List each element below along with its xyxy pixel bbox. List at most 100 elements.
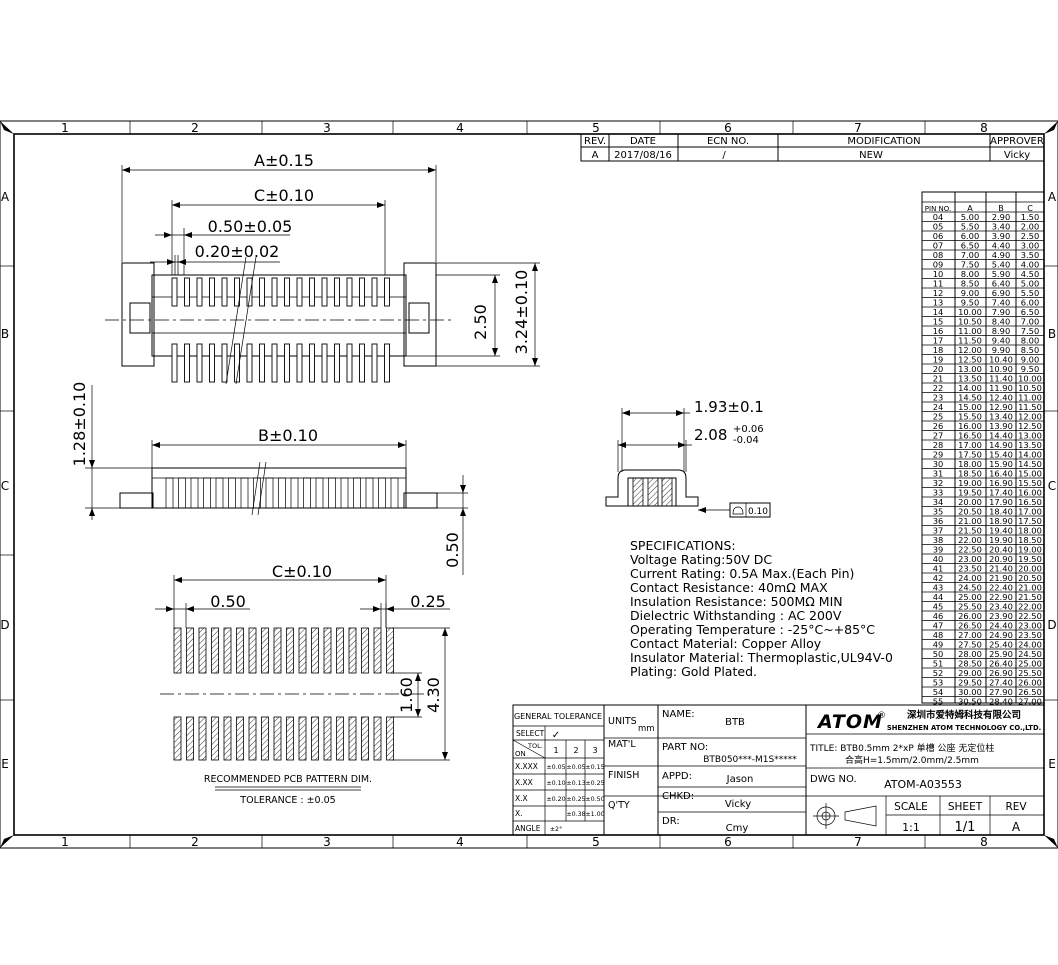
contact-pin bbox=[346, 277, 353, 307]
pin-dimension-cell: 6.00 bbox=[1021, 298, 1039, 308]
rev-value: A bbox=[1012, 820, 1021, 834]
row-label-d: D bbox=[0, 618, 9, 632]
pin-dimension-cell: 2.50 bbox=[1021, 231, 1039, 241]
section-view-dimensions: 1.93±0.1 2.08 +0.06 -0.04 0.10 bbox=[617, 398, 771, 518]
contact-pin bbox=[296, 343, 303, 383]
pin-dimension-cell: 3.40 bbox=[992, 222, 1010, 232]
pin-dimension-cell: 26.50 bbox=[958, 621, 982, 631]
pin-dimension-cell: 11.90 bbox=[989, 383, 1013, 393]
pin-dimension-cell: 24.50 bbox=[1018, 649, 1042, 659]
contact-pin bbox=[284, 343, 290, 383]
tolerance-value: ±0.50 bbox=[585, 796, 604, 803]
pin-count-cell: 06 bbox=[933, 231, 944, 241]
company-name-en: SHENZHEN ATOM TECHNOLOGY CO.,LTD. bbox=[887, 724, 1041, 732]
side-slot bbox=[240, 477, 249, 509]
pin-dimension-cell: 20.40 bbox=[989, 545, 1013, 555]
contact-pin bbox=[321, 343, 328, 383]
pin-dimension-cell: 3.50 bbox=[1021, 250, 1039, 260]
pin-dimension-cell: 15.00 bbox=[958, 402, 982, 412]
sheet-value: 1/1 bbox=[955, 820, 976, 835]
contact-pin bbox=[171, 277, 178, 307]
side-slot bbox=[278, 477, 286, 509]
dim-pitch: 0.50±0.05 bbox=[208, 217, 293, 236]
pin-dimension-cell: 29.00 bbox=[958, 668, 982, 678]
col-label-5-bottom: 5 bbox=[592, 835, 600, 849]
pin-dimension-cell: 9.00 bbox=[1021, 355, 1039, 365]
pin-dimension-cell: 11.50 bbox=[958, 336, 982, 346]
pin-dimension-cell: 4.90 bbox=[992, 250, 1010, 260]
pcb-pad bbox=[348, 627, 357, 674]
pin-dimension-cell: 8.50 bbox=[961, 279, 979, 289]
col-label-6-bottom: 6 bbox=[724, 835, 732, 849]
pin-count-cell: 45 bbox=[933, 602, 944, 612]
pcb-pad bbox=[211, 716, 219, 761]
rev-header-ecn: ECN NO. bbox=[707, 136, 749, 147]
pin-count-cell: 50 bbox=[933, 649, 944, 659]
pin-dimension-cell: 18.00 bbox=[1018, 526, 1042, 536]
pcb-pad bbox=[198, 627, 207, 674]
pcb-pad bbox=[173, 627, 182, 674]
pin-dimension-cell: 28.50 bbox=[958, 659, 982, 669]
drawing-number-value: ATOM-A03553 bbox=[884, 778, 962, 791]
pin-dimension-cell: 15.40 bbox=[989, 450, 1013, 460]
contact-pin bbox=[284, 277, 290, 307]
pin-dimension-cell: 24.50 bbox=[958, 583, 982, 593]
rev-value-modification: NEW bbox=[859, 150, 883, 161]
pin-count-cell: 10 bbox=[933, 269, 944, 279]
pcb-pad bbox=[186, 627, 194, 674]
pin-dimension-cell: 10.50 bbox=[1018, 383, 1042, 393]
pin-dimension-cell: 6.50 bbox=[1021, 307, 1039, 317]
pin-dimension-cell: 7.50 bbox=[961, 260, 979, 270]
pin-dimension-cell: 13.00 bbox=[1018, 431, 1042, 441]
checked-value: Vicky bbox=[725, 799, 751, 810]
pin-count-cell: 15 bbox=[933, 317, 944, 327]
side-slot bbox=[228, 477, 236, 509]
col-label-2: 2 bbox=[191, 121, 199, 135]
contact-pin bbox=[196, 277, 203, 307]
pin-dimension-cell: 14.00 bbox=[958, 383, 982, 393]
pin-dimension-cell: 25.50 bbox=[958, 602, 982, 612]
pin-dimension-cell: 13.40 bbox=[989, 412, 1013, 422]
pin-dimension-cell: 19.50 bbox=[1018, 554, 1042, 564]
contact-pin bbox=[246, 277, 253, 307]
pin-dimension-cell: 2.00 bbox=[1021, 222, 1039, 232]
pin-count-cell: 37 bbox=[933, 526, 944, 536]
col-label-3-bottom: 3 bbox=[323, 835, 331, 849]
company-name-cn: 深圳市爱特姆科技有限公司 bbox=[907, 709, 1021, 721]
dim-height-250: 2.50 bbox=[471, 304, 490, 340]
pcb-pad bbox=[336, 627, 344, 674]
pin-dimension-cell: 21.50 bbox=[1018, 592, 1042, 602]
pin-dimension-cell: 3.90 bbox=[992, 231, 1010, 241]
dim-c-pcb: C±0.10 bbox=[272, 562, 332, 581]
pin-dimension-cell: 26.00 bbox=[1018, 678, 1042, 688]
row-label-c: C bbox=[1, 479, 9, 493]
pin-dimension-cell: 21.90 bbox=[989, 573, 1013, 583]
pin-dimension-cell: 6.00 bbox=[961, 231, 979, 241]
pin-count-cell: 49 bbox=[933, 640, 944, 650]
dim-width-193: 1.93±0.1 bbox=[694, 398, 764, 416]
pin-dimension-cell: 25.90 bbox=[989, 649, 1013, 659]
specifications: SPECIFICATIONS: Voltage Rating:50V DC Cu… bbox=[630, 538, 893, 679]
row-label-c-right: C bbox=[1048, 479, 1056, 493]
pin-dimension-cell: 13.50 bbox=[958, 374, 982, 384]
pin-dimension-cell: 19.50 bbox=[958, 488, 982, 498]
pin-dimension-cell: 6.90 bbox=[992, 288, 1010, 298]
pin-count-cell: 53 bbox=[933, 678, 944, 688]
pin-dimension-cell: 15.50 bbox=[958, 412, 982, 422]
pin-dimension-cell: 5.50 bbox=[961, 222, 979, 232]
pcb-pad bbox=[361, 716, 369, 761]
pin-count-cell: 21 bbox=[933, 374, 944, 384]
tolerance-row-label: X.XXX bbox=[515, 762, 538, 771]
pin-dimension-cell: 11.00 bbox=[958, 326, 982, 336]
pin-dimension-cell: 25.40 bbox=[989, 640, 1013, 650]
tolerance-tol: TOL. bbox=[527, 742, 543, 750]
row-label-b-right: B bbox=[1048, 327, 1056, 341]
tolerance-value: ±0.10 bbox=[546, 780, 565, 787]
pin-dimension-cell: 20.50 bbox=[958, 507, 982, 517]
row-label-d-right: D bbox=[1047, 618, 1056, 632]
contact-pin bbox=[259, 343, 265, 383]
pin-dimension-cell: 16.50 bbox=[1018, 497, 1042, 507]
pin-dimension-cell: 16.00 bbox=[958, 421, 982, 431]
pcb-pad bbox=[236, 627, 244, 674]
